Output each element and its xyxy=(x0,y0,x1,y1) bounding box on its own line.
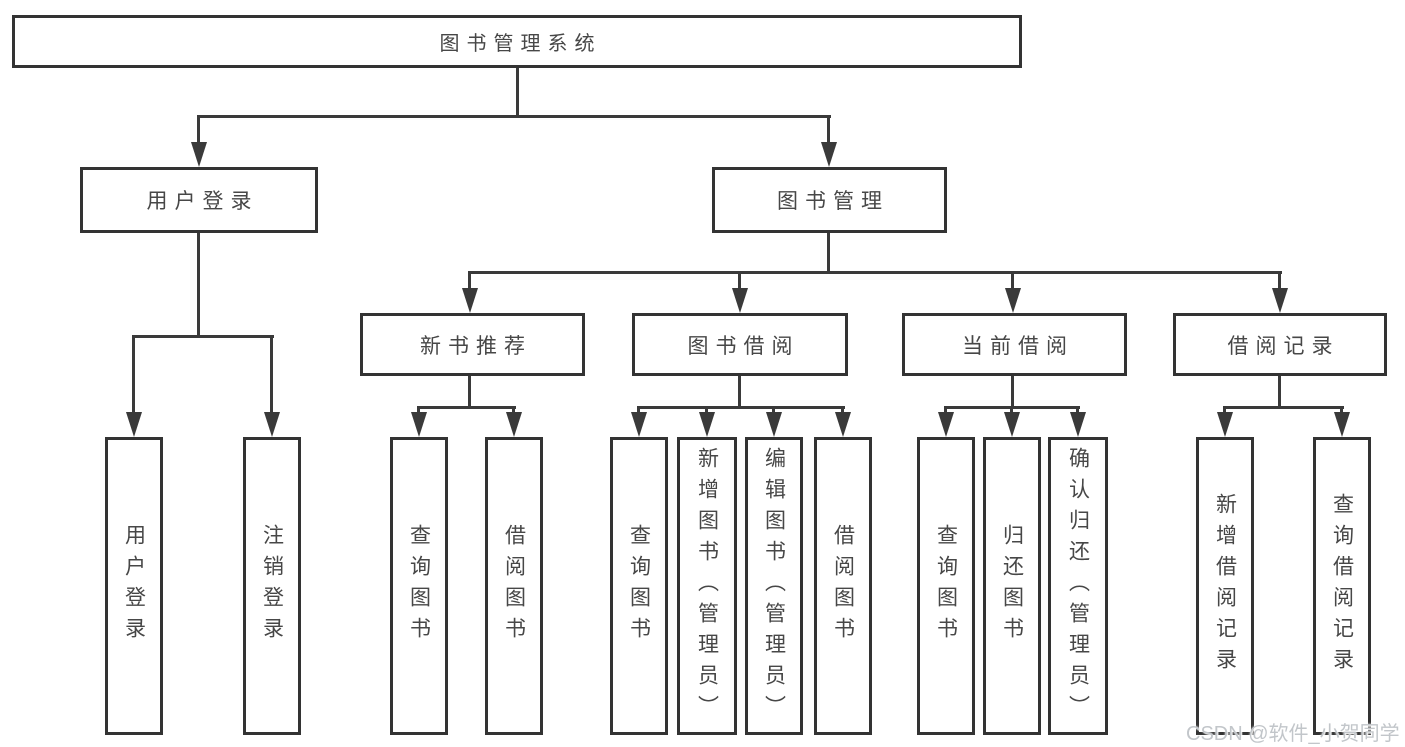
node-label: 借阅记录 xyxy=(1227,334,1340,358)
node-book-management: 图书管理 xyxy=(712,167,947,233)
connector-line xyxy=(197,115,831,118)
leaf-query-borrow-record: 查询借阅记录 xyxy=(1313,437,1371,735)
node-root-label: 图书管理系统 xyxy=(439,33,602,55)
node-label: 新书推荐 xyxy=(420,334,532,358)
node-current-borrow: 当前借阅 xyxy=(902,313,1127,376)
leaf-label: 查询图书 xyxy=(627,524,651,648)
node-user-login: 用户登录 xyxy=(80,167,318,233)
connector-line xyxy=(270,335,273,413)
node-borrow-record: 借阅记录 xyxy=(1173,313,1387,376)
leaf-label: 新增借阅记录 xyxy=(1213,493,1237,679)
connector-line xyxy=(1223,406,1344,409)
leaf-label: 查询借阅记录 xyxy=(1330,493,1354,679)
connector-line xyxy=(417,406,420,414)
leaf-logout: 注销登录 xyxy=(243,437,301,735)
arrow-down-icon xyxy=(1004,412,1020,437)
connector-line xyxy=(637,406,845,409)
connector-line xyxy=(468,271,1282,274)
leaf-borrow-books: 借阅图书 xyxy=(814,437,872,735)
connector-line xyxy=(705,406,708,414)
leaf-label: 用户登录 xyxy=(122,524,146,648)
arrow-down-icon xyxy=(411,412,427,437)
connector-line xyxy=(772,406,775,414)
connector-line xyxy=(197,115,200,144)
arrow-down-icon xyxy=(191,142,207,167)
leaf-label: 编辑图书（管理员） xyxy=(762,446,786,726)
watermark-text: CSDN @软件_小贺同学 xyxy=(1186,723,1400,745)
arrow-down-icon xyxy=(264,412,280,437)
connector-line xyxy=(841,406,844,414)
leaf-edit-books-admin: 编辑图书（管理员） xyxy=(745,437,803,735)
connector-line xyxy=(1278,376,1281,406)
node-new-book-recommend: 新书推荐 xyxy=(360,313,585,376)
connector-line xyxy=(132,335,274,338)
leaf-label: 查询图书 xyxy=(407,524,431,648)
arrow-down-icon xyxy=(938,412,954,437)
connector-line xyxy=(637,406,640,414)
connector-line xyxy=(738,376,741,406)
connector-line xyxy=(1011,376,1014,406)
node-label: 用户登录 xyxy=(146,190,259,213)
leaf-add-borrow-record: 新增借阅记录 xyxy=(1196,437,1254,735)
leaf-add-books-admin: 新增图书（管理员） xyxy=(677,437,737,735)
node-book-borrow: 图书借阅 xyxy=(632,313,848,376)
connector-line xyxy=(417,406,516,409)
arrow-down-icon xyxy=(732,288,748,313)
arrow-down-icon xyxy=(1272,288,1288,313)
arrow-down-icon xyxy=(1334,412,1350,437)
connector-line xyxy=(1278,271,1281,289)
connector-line xyxy=(944,406,947,414)
leaf-query-books: 查询图书 xyxy=(917,437,975,735)
leaf-label: 确认归还（管理员） xyxy=(1066,446,1090,726)
leaf-label: 借阅图书 xyxy=(831,524,855,648)
connector-line xyxy=(1010,406,1013,414)
leaf-label: 借阅图书 xyxy=(502,524,526,648)
connector-line xyxy=(1076,406,1079,414)
leaf-label: 注销登录 xyxy=(260,524,284,648)
arrow-down-icon xyxy=(462,288,478,313)
connector-line xyxy=(738,271,741,289)
node-label: 图书借阅 xyxy=(687,334,800,358)
leaf-user-login: 用户登录 xyxy=(105,437,163,735)
connector-line xyxy=(516,68,519,115)
connector-line xyxy=(468,271,471,289)
arrow-down-icon xyxy=(1070,412,1086,437)
connector-line xyxy=(468,376,471,406)
leaf-label: 归还图书 xyxy=(1000,524,1024,648)
arrow-down-icon xyxy=(766,412,782,437)
arrow-down-icon xyxy=(126,412,142,437)
leaf-return-books: 归还图书 xyxy=(983,437,1041,735)
connector-line xyxy=(197,233,200,335)
node-label: 图书管理 xyxy=(777,190,889,213)
arrow-down-icon xyxy=(1217,412,1233,437)
node-label: 当前借阅 xyxy=(962,334,1074,358)
connector-line xyxy=(827,233,830,271)
connector-line xyxy=(1223,406,1226,414)
arrow-down-icon xyxy=(631,412,647,437)
connector-line xyxy=(1011,271,1014,289)
leaf-query-books: 查询图书 xyxy=(390,437,448,735)
connector-line xyxy=(512,406,515,414)
arrow-down-icon xyxy=(1005,288,1021,313)
connector-line xyxy=(132,335,135,413)
leaf-query-books: 查询图书 xyxy=(610,437,668,735)
leaf-label: 新增图书（管理员） xyxy=(695,446,719,726)
node-root-system: 图书管理系统 xyxy=(12,15,1022,68)
connector-line xyxy=(1340,406,1343,414)
arrow-down-icon xyxy=(821,142,837,167)
leaf-label: 查询图书 xyxy=(934,524,958,648)
connector-line xyxy=(827,115,830,144)
leaf-borrow-books: 借阅图书 xyxy=(485,437,543,735)
arrow-down-icon xyxy=(506,412,522,437)
arrow-down-icon xyxy=(699,412,715,437)
leaf-confirm-return-admin: 确认归还（管理员） xyxy=(1048,437,1108,735)
arrow-down-icon xyxy=(835,412,851,437)
